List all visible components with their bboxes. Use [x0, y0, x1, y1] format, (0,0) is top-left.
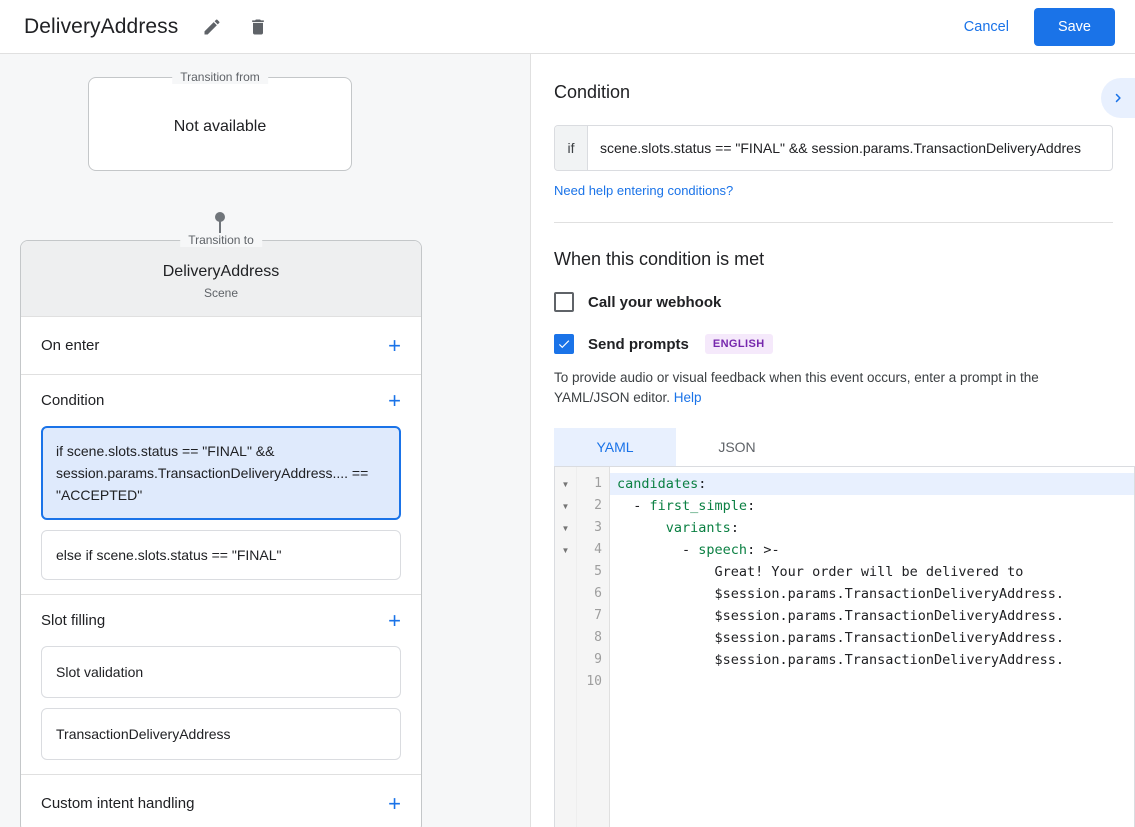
slot-filling-header[interactable]: Slot filling +: [21, 595, 421, 646]
line-number: 6: [594, 586, 602, 601]
condition-input-row: if: [554, 125, 1113, 171]
send-prompts-row: Send prompts ENGLISH: [554, 334, 1113, 354]
scene-graph-panel: Transition from Not available Transition…: [0, 54, 531, 827]
fold-arrow-icon[interactable]: ▼: [561, 545, 570, 555]
slot-list: Slot validation TransactionDeliveryAddre…: [21, 646, 421, 774]
slot-item-transaction-delivery-address[interactable]: TransactionDeliveryAddress: [41, 708, 401, 760]
when-condition-met-heading: When this condition is met: [554, 249, 765, 269]
send-prompts-checkbox[interactable]: [554, 334, 574, 354]
code-line[interactable]: $session.params.TransactionDeliveryAddre…: [617, 586, 1065, 602]
prompt-help-link[interactable]: Help: [673, 390, 702, 405]
fold-spacer: [555, 605, 576, 627]
scene-header: DeliveryAddress Scene: [21, 241, 421, 317]
line-number: 9: [594, 652, 602, 667]
line-number: 3: [594, 520, 602, 535]
call-webhook-checkbox[interactable]: [554, 292, 574, 312]
when-condition-met-section: When this condition is met Call your web…: [532, 223, 1135, 466]
transition-from-legend: Transition from: [172, 70, 268, 84]
fold-spacer: [555, 561, 576, 583]
code-line[interactable]: [610, 671, 1134, 693]
section-on-enter: On enter +: [21, 317, 421, 375]
section-divider: [554, 222, 1113, 223]
top-bar-actions: Cancel Save: [949, 7, 1115, 46]
condition-details-panel: Condition if Need help entering conditio…: [532, 54, 1135, 827]
custom-intent-title: Custom intent handling: [41, 795, 195, 812]
slot-item-validation[interactable]: Slot validation: [41, 646, 401, 698]
pencil-icon[interactable]: [200, 15, 224, 39]
add-slot-button[interactable]: +: [388, 607, 401, 633]
editor-tabs: YAML JSON: [554, 428, 1113, 466]
code-line[interactable]: $session.params.TransactionDeliveryAddre…: [617, 652, 1065, 668]
top-app-bar: DeliveryAddress Cancel Save: [0, 0, 1135, 54]
line-number: 5: [594, 564, 602, 579]
tab-json[interactable]: JSON: [718, 439, 756, 455]
section-slot-filling: Slot filling + Slot validation Transacti…: [21, 595, 421, 775]
transition-to-legend: Transition to: [180, 233, 262, 247]
add-condition-button[interactable]: +: [388, 387, 401, 413]
yaml-code-editor[interactable]: ▼ ▼ ▼ ▼ 1 2 3 4 5 6 7 8 9 10 candidates: - first_sim…: [554, 466, 1135, 827]
code-line-number-gutter: 1 2 3 4 5 6 7 8 9 10: [577, 467, 610, 827]
prompt-description: To provide audio or visual feedback when…: [554, 368, 1113, 408]
send-prompts-label: Send prompts: [588, 335, 689, 353]
page-title: DeliveryAddress: [24, 14, 179, 38]
call-webhook-label: Call your webhook: [588, 293, 722, 311]
line-number: 1: [594, 476, 602, 491]
trash-icon[interactable]: [246, 15, 270, 39]
prompt-description-text: To provide audio or visual feedback when…: [554, 370, 1039, 405]
condition-header[interactable]: Condition +: [21, 375, 421, 426]
condition-expression-input[interactable]: [588, 126, 1112, 170]
code-line[interactable]: candidates:: [610, 473, 1134, 495]
code-line[interactable]: $session.params.TransactionDeliveryAddre…: [617, 608, 1065, 624]
line-number: 2: [594, 498, 602, 513]
add-custom-intent-button[interactable]: +: [388, 790, 401, 816]
code-line[interactable]: $session.params.TransactionDeliveryAddre…: [617, 630, 1065, 646]
section-condition: Condition + if scene.slots.status == "FI…: [21, 375, 421, 595]
on-enter-title: On enter: [41, 337, 100, 354]
save-button[interactable]: Save: [1033, 7, 1115, 46]
code-line[interactable]: Great! Your order will be delivered to: [617, 564, 1024, 580]
condition-help-link[interactable]: Need help entering conditions?: [554, 183, 734, 198]
fold-spacer: [555, 671, 576, 693]
transition-from-value: Not available: [173, 118, 267, 135]
chevron-right-icon[interactable]: [1101, 78, 1135, 118]
fold-spacer: [555, 627, 576, 649]
condition-section: Condition if Need help entering conditio…: [532, 54, 1135, 223]
line-number: 7: [594, 608, 602, 623]
custom-intent-header[interactable]: Custom intent handling +: [21, 775, 421, 827]
condition-item-selected[interactable]: if scene.slots.status == "FINAL" && sess…: [41, 426, 401, 520]
scene-name: DeliveryAddress: [162, 263, 280, 280]
line-number: 8: [594, 630, 602, 645]
code-line[interactable]: - first_simple:: [617, 498, 756, 514]
fold-arrow-icon[interactable]: ▼: [561, 501, 570, 511]
code-line[interactable]: variants:: [665, 520, 739, 536]
condition-title: Condition: [41, 392, 105, 409]
webhook-row: Call your webhook: [554, 292, 1113, 312]
fold-arrow-icon[interactable]: ▼: [561, 523, 570, 533]
condition-heading: Condition: [554, 82, 631, 102]
transition-to-scene-card: Transition to DeliveryAddress Scene On e…: [20, 233, 422, 827]
section-custom-intent-handling: Custom intent handling +: [21, 775, 421, 827]
scene-subtitle: Scene: [203, 286, 239, 300]
slot-filling-title: Slot filling: [41, 612, 106, 629]
transition-from-node[interactable]: Transition from Not available: [88, 70, 352, 171]
fold-spacer: [555, 583, 576, 605]
add-on-enter-button[interactable]: +: [388, 332, 401, 358]
code-line[interactable]: - speech: >-: [617, 542, 780, 558]
cancel-button[interactable]: Cancel: [949, 10, 1024, 44]
line-number: 4: [594, 542, 602, 557]
on-enter-header[interactable]: On enter +: [21, 317, 421, 374]
code-fold-gutter: ▼ ▼ ▼ ▼: [555, 467, 577, 827]
language-badge: ENGLISH: [704, 334, 773, 354]
condition-list: if scene.slots.status == "FINAL" && sess…: [21, 426, 421, 594]
line-number: 10: [586, 674, 602, 689]
condition-item[interactable]: else if scene.slots.status == "FINAL": [41, 530, 401, 580]
code-content-area[interactable]: candidates: - first_simple: variants: - …: [610, 467, 1134, 827]
fold-spacer: [555, 649, 576, 671]
tab-yaml[interactable]: YAML: [554, 428, 676, 466]
fold-arrow-icon[interactable]: ▼: [561, 479, 570, 489]
if-prefix-label: if: [555, 126, 588, 170]
